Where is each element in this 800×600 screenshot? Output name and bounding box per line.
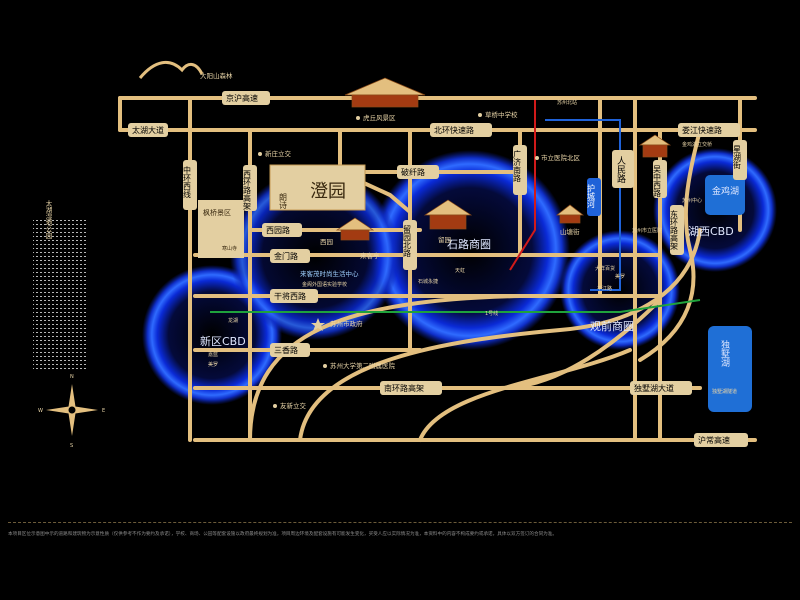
road-xinghu: 星湖街: [733, 145, 742, 170]
poi-labels: 虎丘风景区 草桥中学校 新庄立交 市立医院北区 西园 留园 山塘街 来客亭 来客…: [208, 99, 737, 410]
poi-xiyuan: 西园: [320, 238, 333, 246]
poi-jiaolan: 嘉蓝: [208, 351, 218, 358]
road-liuyuan-bei: 留园北路: [403, 224, 412, 257]
poi-meiluo2: 美罗: [208, 361, 218, 368]
poi-project-school: 金阁外国语实验学校: [302, 281, 347, 288]
liuyuan-pagoda-icon: [423, 199, 473, 230]
footer-divider: [8, 522, 792, 523]
disclaimer-text: 本项目区位示意图中示的道路和建筑物为示意性质（仅供参考不作为要约及承诺），学校、…: [8, 532, 557, 537]
dushuhu-lake: [708, 326, 752, 412]
mountain-icon: [138, 61, 204, 79]
road-loujiang: 娄江快速路: [682, 125, 722, 135]
poi-youxin: 友新立交: [280, 401, 307, 410]
poi-suzhou-center: 苏州中心: [682, 197, 702, 204]
compass-s: S: [70, 443, 73, 449]
poi-suda: 苏州大学第二附属医院: [330, 361, 396, 370]
poi-xinzhuang: 新庄立交: [265, 149, 292, 158]
label-hudong: 湖西CBD: [688, 225, 734, 238]
road-nanhuan: 南环路高架: [384, 383, 424, 393]
road-huchenghe: 护城河: [587, 183, 596, 208]
poi-shili2: 苏州市立医院: [632, 227, 662, 234]
jinjihu-label: 金鸡湖: [712, 185, 739, 197]
road-labels: 京沪高速 太湖大道 北环快速路 娄江快速路 破纤路 西园路 金门路 干将西路 三…: [128, 91, 748, 447]
star-icon: [311, 318, 325, 331]
road-dushuhu: 独墅湖大道: [634, 383, 674, 393]
road-huchang: 沪常高速: [698, 435, 730, 445]
hanshan-label: 寒山寺: [222, 245, 237, 252]
poi-longhu: 龙湖: [228, 317, 238, 324]
road-xiyuan: 西园路: [266, 225, 290, 235]
poi-shili: 市立医院北区: [541, 153, 581, 162]
road-renmin: 人民路: [615, 156, 626, 184]
road-xiao-jiu: 吴中西路: [653, 165, 662, 197]
road-beihuan: 北环快速路: [434, 125, 474, 135]
huqiu-pagoda-icon: [344, 77, 426, 108]
poi-project-center: 来客茂时尚生活中心: [300, 269, 359, 278]
poi-shantang: 山塘街: [560, 227, 580, 236]
poi-meiluo: 美罗: [615, 273, 625, 280]
dushuhu-lake-label: 独墅湖: [719, 339, 730, 368]
road-zhonghuan: 中环西线: [183, 165, 192, 198]
project-name: 澄园: [310, 181, 346, 202]
compass-n: N: [70, 374, 74, 380]
poi-dushu-tag: 独墅湖隧道: [712, 388, 737, 395]
fengqiao-area: [198, 200, 244, 258]
taihu-wetland-label: 太湖湿地公园: [44, 199, 52, 241]
poi-caoqiao: 草桥中学校: [485, 110, 518, 119]
pagoda-east-icon: [638, 134, 672, 158]
poi-gov: 苏州市政府: [330, 319, 363, 328]
road-xihuan: 西环路高架: [243, 170, 252, 211]
road-sanxiang: 三香路: [274, 345, 298, 355]
label-shilu: 石路商圈: [447, 237, 491, 251]
xiyuan-pagoda-icon: [335, 217, 375, 241]
road-dongxing: 东环路高架: [670, 209, 679, 251]
road-taihu: 太湖大道: [132, 125, 164, 135]
compass-w: W: [38, 408, 43, 414]
project-block: [269, 164, 366, 211]
poi-ditie4: 苏州北站: [557, 99, 577, 106]
label-xinqu: 新区CBD: [200, 334, 246, 348]
poi-pingjiang: 平江路: [597, 285, 612, 292]
compass-icon: [46, 384, 98, 436]
mountain-label: 大阳山森林: [200, 71, 233, 80]
poi-huqiu: 虎丘风景区: [363, 113, 396, 122]
road-poxian: 破纤路: [401, 167, 425, 177]
jinjihu-lake: [705, 175, 745, 215]
label-guanqian: 观前商圈: [590, 319, 634, 333]
poi-liuyuan: 留园: [438, 235, 451, 244]
poi-tianhong: 天虹: [455, 267, 465, 274]
poi-gongye: 金鸡湖立交桥: [682, 141, 712, 148]
location-dots: [258, 113, 539, 408]
poi-dayang: 大洋百货: [595, 265, 615, 272]
poi-shicheng: 石城永捷: [418, 278, 438, 285]
taihu-wetland-area: [33, 220, 88, 370]
compass-e: E: [102, 408, 105, 414]
road-jinmen: 金门路: [274, 251, 298, 261]
poi-laifang: 来客亭: [360, 251, 380, 260]
poi-ditie1: 1号线: [485, 310, 498, 317]
road-guangji: 广济南路: [513, 149, 522, 182]
road-ganjiang: 干将西路: [274, 291, 306, 301]
road-jinghu: 京沪高速: [226, 93, 258, 103]
metro-lines: [210, 100, 701, 313]
project-subtitle: 朗诗: [279, 192, 288, 209]
fengqiao-label: 枫桥景区: [203, 208, 231, 217]
shantang-pagoda-icon: [555, 204, 585, 224]
